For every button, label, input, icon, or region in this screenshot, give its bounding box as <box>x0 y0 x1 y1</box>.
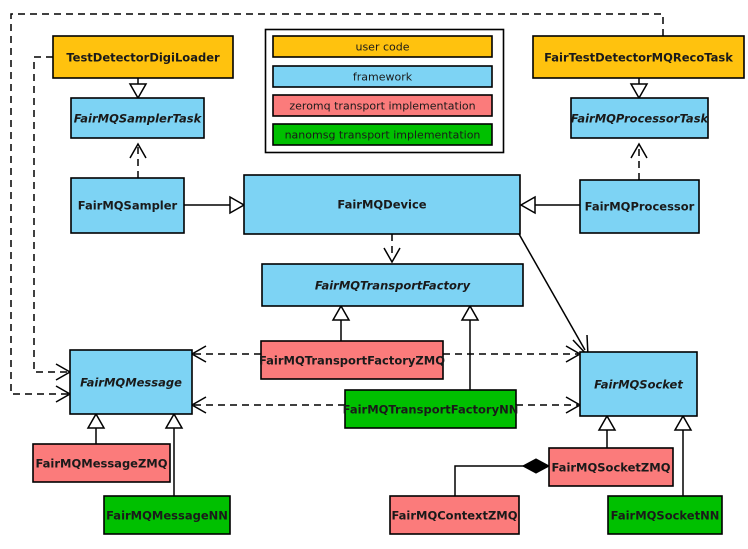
arrowhead-messagenn-to-message <box>164 412 184 429</box>
node-fairmq-processor-task[interactable]: FairMQProcessorTask <box>570 97 710 139</box>
legend-label-zeromq: zeromq transport implementation <box>289 100 475 113</box>
node-label: FairMQMessageZMQ <box>35 457 167 471</box>
arrowhead-tfzmq-to-transportfactory <box>331 304 351 321</box>
arrowhead-processor-to-processortask <box>630 142 648 159</box>
node-fairmq-processor[interactable]: FairMQProcessor <box>579 179 700 234</box>
legend-swatch-zeromq <box>272 94 493 117</box>
node-label: FairMQSocket <box>594 378 683 392</box>
node-label: FairMQTransportFactoryZMQ <box>259 354 445 368</box>
node-label: FairMQDevice <box>337 198 426 212</box>
node-label: FairMQSocketNN <box>611 509 720 523</box>
node-label: FairMQTransportFactory <box>315 279 471 293</box>
legend: user code framework zeromq transport imp… <box>264 28 505 154</box>
legend-label-framework: framework <box>353 71 413 84</box>
legend-swatch-framework <box>272 65 493 88</box>
node-fairmq-transport-factory-nn[interactable]: FairMQTransportFactoryNN <box>343 389 519 429</box>
node-box[interactable] <box>260 340 444 380</box>
edge-socketzmq-to-contextzmq <box>454 465 533 496</box>
arrowhead-recotask-to-processortask <box>629 83 649 100</box>
arrowhead-digiloader-to-samplertask <box>128 83 148 100</box>
arrowhead-messagezmq-to-message <box>86 412 106 429</box>
node-box[interactable] <box>243 174 521 235</box>
node-box[interactable] <box>261 263 524 307</box>
arrowhead-socketzmq-to-socket <box>597 414 617 431</box>
node-box[interactable] <box>607 495 723 535</box>
node-box[interactable] <box>32 443 171 483</box>
node-label: FairMQSamplerTask <box>74 112 203 126</box>
node-fair-test-detector-mq-reco-task[interactable]: FairTestDetectorMQRecoTask <box>532 35 745 79</box>
node-label: FairMQMessage <box>80 376 182 390</box>
node-fairmq-socket-nn[interactable]: FairMQSocketNN <box>607 495 723 535</box>
node-fairmq-socket-zmq[interactable]: FairMQSocketZMQ <box>548 447 674 487</box>
edge-digiloader-to-message <box>33 56 68 373</box>
arrowhead-tfnn-to-transportfactory <box>460 304 480 321</box>
arrowhead-socketnn-to-socket <box>673 414 693 431</box>
node-box[interactable] <box>548 447 674 487</box>
node-label: TestDetectorDigiLoader <box>66 51 220 65</box>
legend-swatch-nanomsg <box>272 123 493 146</box>
node-box[interactable] <box>570 97 709 139</box>
node-label: FairMQMessageNN <box>106 509 228 523</box>
node-fairmq-transport-factory-zmq[interactable]: FairMQTransportFactoryZMQ <box>259 340 445 380</box>
node-fairmq-sampler[interactable]: FairMQSampler <box>70 177 185 234</box>
legend-label-user-code: user code <box>355 41 409 54</box>
legend-swatch-user-code <box>272 35 493 58</box>
node-box[interactable] <box>103 495 231 535</box>
node-label: FairMQProcessor <box>585 200 695 214</box>
diamond-socketzmq-composition <box>521 458 551 474</box>
node-fairmq-device[interactable]: FairMQDevice <box>243 174 521 235</box>
node-box[interactable] <box>579 179 700 234</box>
node-fairmq-message-nn[interactable]: FairMQMessageNN <box>103 495 231 535</box>
node-label: FairTestDetectorMQRecoTask <box>544 51 733 65</box>
node-label: FairMQContextZMQ <box>391 509 517 523</box>
node-box[interactable] <box>532 35 745 79</box>
node-fairmq-transport-factory[interactable]: FairMQTransportFactory <box>261 263 524 307</box>
node-fairmq-socket[interactable]: FairMQSocket <box>579 351 698 417</box>
node-test-detector-digi-loader[interactable]: TestDetectorDigiLoader <box>52 35 234 79</box>
arrowhead-sampler-to-device <box>229 195 246 215</box>
node-fairmq-sampler-task[interactable]: FairMQSamplerTask <box>70 97 205 139</box>
node-box[interactable] <box>69 349 193 415</box>
node-box[interactable] <box>70 97 205 139</box>
edge-recotask-to-message <box>10 13 664 395</box>
node-label: FairMQProcessorTask <box>571 112 710 126</box>
legend-label-nanomsg: nanomsg transport implementation <box>285 129 481 142</box>
node-box[interactable] <box>579 351 698 417</box>
node-fairmq-message[interactable]: FairMQMessage <box>69 349 193 415</box>
node-fairmq-message-zmq[interactable]: FairMQMessageZMQ <box>32 443 171 483</box>
arrowhead-device-to-transportfactory <box>383 247 401 264</box>
edge-device-to-socket <box>518 233 586 351</box>
node-box[interactable] <box>389 495 520 535</box>
node-label: FairMQTransportFactoryNN <box>343 403 519 417</box>
arrowhead-processor-to-device <box>519 195 536 215</box>
edge-layer <box>10 13 693 496</box>
node-label: FairMQSampler <box>78 199 178 213</box>
arrowhead-sampler-to-samplertask <box>129 142 147 159</box>
node-fairmq-context-zmq[interactable]: FairMQContextZMQ <box>389 495 520 535</box>
node-box[interactable] <box>52 35 234 79</box>
node-box[interactable] <box>70 177 185 234</box>
node-box[interactable] <box>344 389 517 429</box>
node-label: FairMQSocketZMQ <box>552 461 671 475</box>
